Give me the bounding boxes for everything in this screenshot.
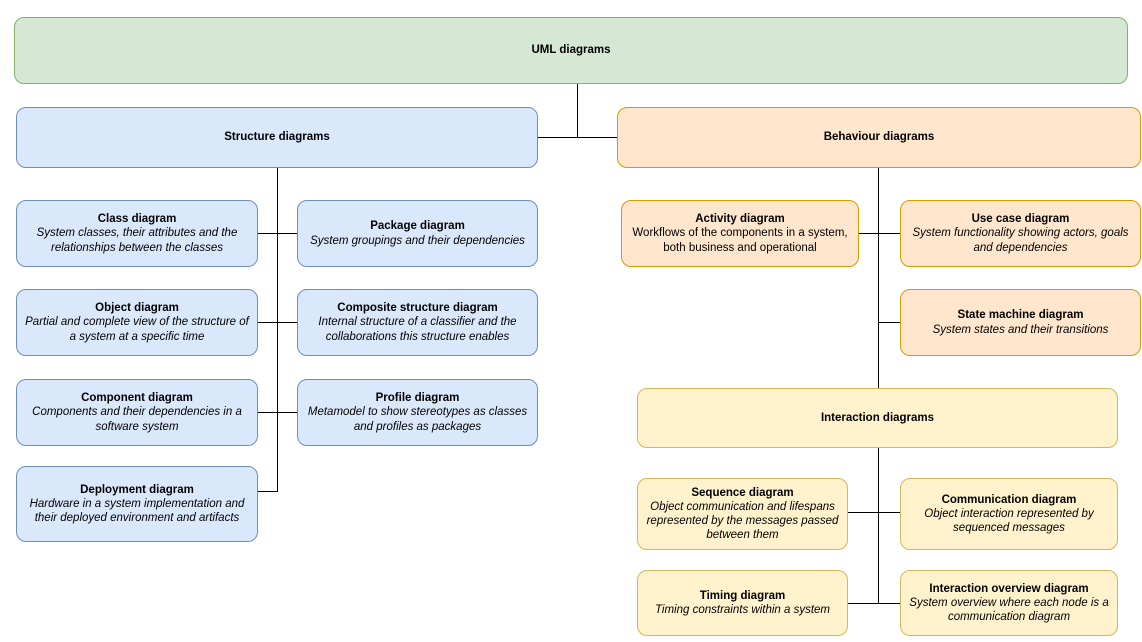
node-communication-diagram[interactable]: Communication diagram Object interaction… xyxy=(900,478,1118,550)
connector-interaction-stub-communication xyxy=(878,512,900,513)
node-behaviour-diagrams[interactable]: Behaviour diagrams xyxy=(617,107,1141,168)
node-title: Component diagram xyxy=(81,392,193,405)
node-title: Timing diagram xyxy=(699,589,786,602)
node-title: Composite structure diagram xyxy=(337,302,498,315)
connector-structure-stub-class xyxy=(258,233,278,234)
node-description: Hardware in a system implementation and … xyxy=(29,497,245,524)
node-interaction-overview-diagram[interactable]: Interaction overview diagram System over… xyxy=(900,570,1118,636)
node-title: Communication diagram xyxy=(941,493,1077,506)
connector-structure-stub-composite xyxy=(277,322,297,323)
connector-structure-spine xyxy=(277,168,278,491)
connector-behaviour-stub-usecase xyxy=(878,233,900,234)
node-title: Profile diagram xyxy=(375,392,460,405)
connector-root-split xyxy=(537,137,621,138)
node-description: System groupings and their dependencies xyxy=(310,234,525,247)
node-title: Structure diagrams xyxy=(224,131,330,144)
node-structure-diagrams[interactable]: Structure diagrams xyxy=(16,107,538,168)
node-title: Class diagram xyxy=(97,213,177,226)
connector-interaction-stub-overview xyxy=(878,603,900,604)
node-description: System states and their transitions xyxy=(932,323,1109,336)
node-title: Interaction overview diagram xyxy=(929,582,1089,595)
node-title: UML diagrams xyxy=(531,44,611,57)
connector-structure-stub-component xyxy=(258,412,278,413)
node-description: Components and their dependencies in a s… xyxy=(32,406,242,433)
node-description: Timing constraints within a system xyxy=(654,604,830,616)
node-title: Activity diagram xyxy=(695,213,785,226)
node-state-machine-diagram[interactable]: State machine diagram System states and … xyxy=(900,289,1141,356)
node-title: Behaviour diagrams xyxy=(823,131,935,144)
connector-interaction-spine xyxy=(878,448,879,603)
node-timing-diagram[interactable]: Timing diagram Timing constraints within… xyxy=(637,570,848,636)
node-class-diagram[interactable]: Class diagram System classes, their attr… xyxy=(16,200,258,267)
node-title: Object diagram xyxy=(95,302,179,315)
connector-structure-stub-object xyxy=(258,322,278,323)
node-composite-structure-diagram[interactable]: Composite structure diagram Internal str… xyxy=(297,289,538,356)
connector-behaviour-spine xyxy=(878,168,879,388)
node-interaction-diagrams[interactable]: Interaction diagrams xyxy=(637,388,1118,448)
node-title: State machine diagram xyxy=(957,309,1084,322)
node-sequence-diagram[interactable]: Sequence diagram Object communication an… xyxy=(637,478,848,550)
node-title: Package diagram xyxy=(370,220,465,233)
node-description: Object communication and lifespans repre… xyxy=(646,500,839,542)
node-component-diagram[interactable]: Component diagram Components and their d… xyxy=(16,379,258,446)
connector-structure-stub-package xyxy=(277,233,297,234)
node-object-diagram[interactable]: Object diagram Partial and complete view… xyxy=(16,289,258,356)
node-description: Workflows of the components in a system,… xyxy=(632,227,848,254)
node-deployment-diagram[interactable]: Deployment diagram Hardware in a system … xyxy=(16,466,258,542)
node-description: Internal structure of a classifier and t… xyxy=(318,316,517,343)
node-title: Sequence diagram xyxy=(691,486,794,499)
connector-behaviour-stub-activity xyxy=(859,233,879,234)
node-description: Metamodel to show stereotypes as classes… xyxy=(307,406,528,433)
node-title: Use case diagram xyxy=(971,213,1070,226)
node-activity-diagram[interactable]: Activity diagram Workflows of the compon… xyxy=(621,200,859,267)
connector-structure-stub-deployment xyxy=(258,491,278,492)
connector-interaction-stub-sequence xyxy=(848,512,878,513)
node-use-case-diagram[interactable]: Use case diagram System functionality sh… xyxy=(900,200,1141,267)
node-profile-diagram[interactable]: Profile diagram Metamodel to show stereo… xyxy=(297,379,538,446)
connector-root-down xyxy=(577,84,578,137)
node-description: System classes, their attributes and the… xyxy=(36,227,238,254)
node-description: System functionality showing actors, goa… xyxy=(912,227,1129,254)
node-title: Interaction diagrams xyxy=(820,411,935,424)
node-description: Object interaction represented by sequen… xyxy=(924,507,1094,534)
node-title: Deployment diagram xyxy=(80,483,194,496)
node-package-diagram[interactable]: Package diagram System groupings and the… xyxy=(297,200,538,267)
connector-interaction-stub-timing xyxy=(848,603,878,604)
node-uml-diagrams[interactable]: UML diagrams xyxy=(14,17,1128,84)
node-description: Partial and complete view of the structu… xyxy=(25,316,249,343)
connector-structure-stub-profile xyxy=(277,412,297,413)
connector-behaviour-stub-statemachine xyxy=(878,322,900,323)
node-description: System overview where each node is a com… xyxy=(909,596,1109,623)
